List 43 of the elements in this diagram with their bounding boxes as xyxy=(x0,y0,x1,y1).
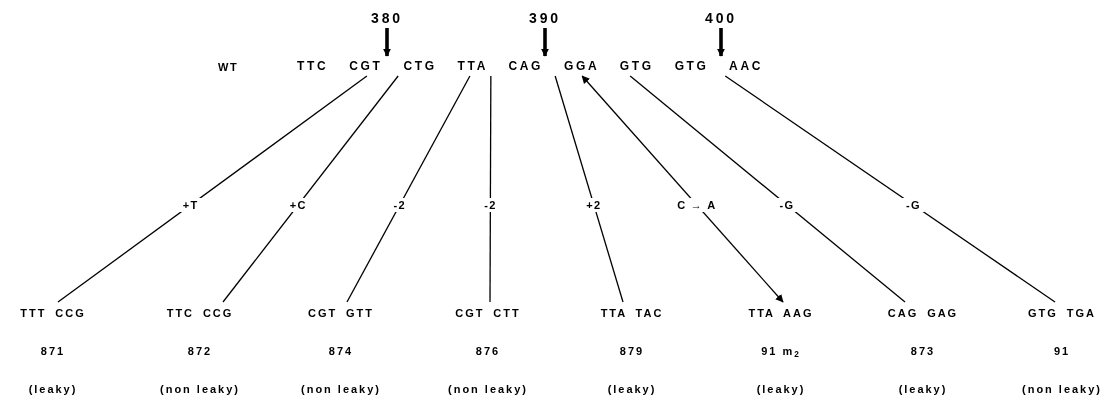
arrow xyxy=(383,28,391,57)
mutant-number: 871 xyxy=(40,344,66,358)
arrow xyxy=(541,28,549,57)
wild-type-sequence: TTC CGT CTG TTA CAG GGA GTG GTG AAC xyxy=(297,58,763,74)
edge-label: -G xyxy=(775,198,799,212)
strain-label: WT xyxy=(218,60,239,74)
mutant-number: 872 xyxy=(187,344,213,358)
mutant-sequence: CGT CTT xyxy=(455,306,521,320)
arrow xyxy=(717,28,725,57)
phenotype-label: (non leaky) xyxy=(448,382,528,396)
connector-line xyxy=(554,75,624,303)
mutant-number: 873 xyxy=(910,344,936,358)
phenotype-label: (leaky) xyxy=(607,382,657,396)
mutant-sequence: TTC CCG xyxy=(166,306,234,320)
edge-label: +T xyxy=(178,198,203,212)
mutant-number: 91 xyxy=(1053,344,1071,358)
phenotype-label: (leaky) xyxy=(28,382,78,396)
mutant-sequence: CGT GTT xyxy=(308,306,374,320)
position-number: 380 xyxy=(371,10,403,26)
phenotype-label: (non leaky) xyxy=(1022,382,1102,396)
mutant-number: 876 xyxy=(475,344,501,358)
connector-line xyxy=(489,75,492,303)
connector-line xyxy=(629,75,906,303)
position-number: 390 xyxy=(529,10,561,26)
phenotype-label: (leaky) xyxy=(756,382,806,396)
mutant-sequence: GTG TGA xyxy=(1028,306,1096,320)
mutant-sequence: CAG GAG xyxy=(887,306,959,320)
position-number: 400 xyxy=(705,10,737,26)
phenotype-label: (non leaky) xyxy=(301,382,381,396)
mutant-sequence: TTT CCG xyxy=(20,306,86,320)
edge-label: -G xyxy=(902,198,925,212)
arrow xyxy=(581,75,784,303)
mutant-number: 879 xyxy=(619,344,645,358)
connector-line xyxy=(222,75,399,303)
connector-line xyxy=(57,75,368,303)
phenotype-label: (leaky) xyxy=(898,382,948,396)
connector-line xyxy=(346,75,471,303)
mutant-sequence: TTA AAG xyxy=(748,306,814,320)
connector-line xyxy=(724,75,1056,303)
mutant-sequence: TTA TAC xyxy=(600,306,664,320)
phenotype-label: (non leaky) xyxy=(160,382,240,396)
mutant-number: 91 m$_{2}$ xyxy=(761,344,801,358)
mutant-number: 874 xyxy=(328,344,354,358)
